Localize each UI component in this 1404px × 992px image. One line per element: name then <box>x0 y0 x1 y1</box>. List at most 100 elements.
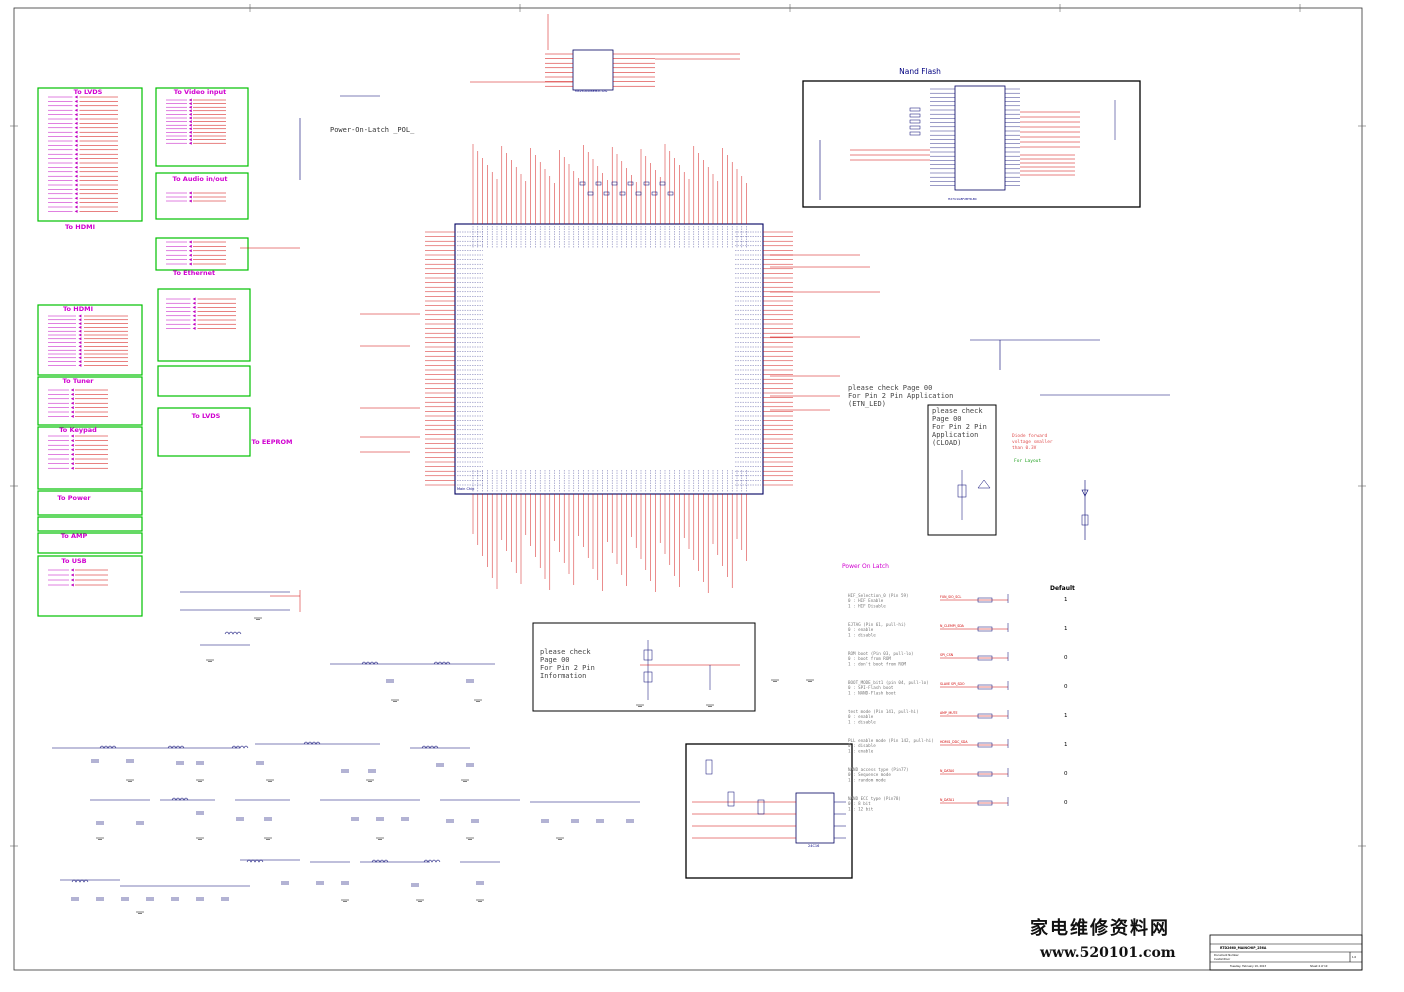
latch-option-desc: 1 : random mode <box>848 777 886 782</box>
connector-arrow-icon <box>74 192 78 196</box>
connector-arrow-icon <box>70 568 74 572</box>
connector-arrow-icon <box>188 244 192 248</box>
connector-arrow-icon <box>74 126 78 130</box>
group-video-title: To Video input <box>174 88 226 96</box>
connector-arrow-icon <box>74 165 78 169</box>
connector-arrow-icon <box>192 322 196 326</box>
nand-resistor <box>909 119 921 124</box>
note-etn-led-line-3: (ETN_LED) <box>848 400 886 408</box>
connector-arrow-icon <box>188 191 192 195</box>
connector-arrow-icon <box>70 578 74 582</box>
connector-arrow-icon <box>74 117 78 121</box>
connector-arrow-icon <box>74 183 78 187</box>
group-ethernet-title: To Ethernet <box>173 269 215 277</box>
note-diode-line-2: voltage smaller <box>1012 439 1053 445</box>
note-cload-line-5: (CLOAD) <box>932 439 962 447</box>
connector-arrow-icon <box>74 170 78 174</box>
connector-arrow-icon <box>74 99 78 103</box>
connector-arrow-icon <box>74 95 78 99</box>
latch-option-desc: 0 : HIF Enable <box>848 598 884 603</box>
connector-arrow-icon <box>188 249 192 253</box>
eeprom-block: 24C16 <box>685 743 853 879</box>
note-etn-led: please check Page 00 For Pin 2 Pin Appli… <box>848 384 953 408</box>
latch-option-desc: 1 : NAND-Flash boot <box>848 690 896 695</box>
title-block-doc-label: Document Number <box>1214 953 1240 957</box>
latch-option-desc: 1 : disable <box>848 632 876 637</box>
latch-option-desc: 1 : HIF Disable <box>848 603 886 608</box>
decoupling-capacitor <box>651 191 658 196</box>
inductor-icon <box>167 745 185 749</box>
inductor-icon <box>371 859 389 863</box>
decoupling-capacitor <box>611 181 618 186</box>
connector-arrow-icon <box>78 356 82 360</box>
nand-ic-body <box>954 85 1006 191</box>
connector-arrow-icon <box>188 195 192 199</box>
decoupling-capacitor <box>635 191 642 196</box>
latch-option-default: 0 <box>1064 655 1068 661</box>
latch-option-default: 1 <box>1064 713 1068 719</box>
power-on-latch-title: Power-On-Latch _POL_ <box>330 126 415 134</box>
latch-option-default: 1 <box>1064 742 1068 748</box>
note-cload-line-4: Application <box>932 431 978 439</box>
connector-arrow-icon <box>74 130 78 134</box>
decoupling-capacitor <box>603 191 610 196</box>
nand-resistor <box>909 131 921 136</box>
connector-arrow-icon <box>70 406 74 410</box>
nand-flash-block: Nand Flash H27U1G8F2BTR-BC <box>802 67 1141 208</box>
connector-arrow-icon <box>74 152 78 156</box>
inductor-icon <box>171 797 189 801</box>
connector-arrow-icon <box>188 199 192 203</box>
connector-arrow-icon <box>70 388 74 392</box>
note-diode: Diode forward voltage smaller than 0.3V … <box>1012 433 1053 464</box>
connector-arrow-icon <box>70 410 74 414</box>
note-etn-led-line-2: For Pin 2 Pin Application <box>848 392 953 400</box>
connector-arrow-icon <box>188 116 192 120</box>
note-info: please check Page 00 For Pin 2 Pin Infor… <box>532 622 756 712</box>
title-block-sheet: Sheet 4 of 10 <box>1310 964 1328 968</box>
latch-option-desc: 0 : Sequence mode <box>848 772 891 777</box>
group-amp: To AMP <box>37 532 143 554</box>
border-ticks <box>10 4 1366 847</box>
latch-option-desc: 1 : 12 bit <box>848 806 874 811</box>
latch-option-desc: 0 : enable <box>848 714 874 719</box>
latch-option-desc: HIF_Selection_0 (Pin 59) <box>848 593 909 598</box>
group-usb: To USB <box>37 555 143 617</box>
note-cload-line-2: Page 00 <box>932 415 962 423</box>
latch-option-net: FUN_SIO_SCL <box>940 595 961 599</box>
latch-option-resistor <box>977 597 993 603</box>
note-diode-line-3: than 0.3V <box>1012 445 1037 451</box>
connector-arrow-icon <box>70 448 74 452</box>
spi-flash-ic: MX25L6406EM2I-12G <box>470 14 740 93</box>
connector-arrow-icon <box>188 138 192 142</box>
connector-arrow-icon <box>78 314 82 318</box>
sheet-border <box>13 7 1363 971</box>
connector-arrow-icon <box>192 310 196 314</box>
connector-arrow-icon <box>70 439 74 443</box>
connector-arrow-icon <box>74 135 78 139</box>
title-block-date: Tuesday, February 19, 2013 <box>1230 964 1266 968</box>
group-keypad-title: To Keypad <box>59 426 97 434</box>
connector-arrow-icon <box>74 196 78 200</box>
power-circuits <box>52 95 1170 914</box>
group-lvds2-title: To LVDS <box>192 412 221 420</box>
decoupling-capacitor <box>659 181 666 186</box>
note-info-line-1: please check <box>540 648 591 656</box>
title-block-rev: 1.0 <box>1352 955 1356 959</box>
inductor-icon <box>99 745 117 749</box>
note-etn-led-line-1: please check Page 00 <box>848 384 932 392</box>
latch-option-net: HDMI1_DDC_SDA <box>940 740 968 744</box>
inductor-icon <box>303 741 321 745</box>
inductor-icon <box>246 859 264 863</box>
latch-option-desc: NAND access type (Pin77) <box>848 767 909 772</box>
latch-option-desc: 0 : SPI-Flash boot <box>848 685 894 690</box>
decoupling-capacitor <box>627 181 634 186</box>
title-block-doc-value: CustomDoor <box>1214 957 1231 961</box>
connector-arrow-icon <box>78 329 82 333</box>
latch-option-resistor <box>977 713 993 719</box>
latch-option-net: N_DATA0 <box>940 769 954 773</box>
connector-arrow-icon <box>70 462 74 466</box>
connector-arrow-icon <box>78 318 82 322</box>
nand-part: H27U1G8F2BTR-BC <box>948 197 977 201</box>
connector-arrow-icon <box>188 102 192 106</box>
